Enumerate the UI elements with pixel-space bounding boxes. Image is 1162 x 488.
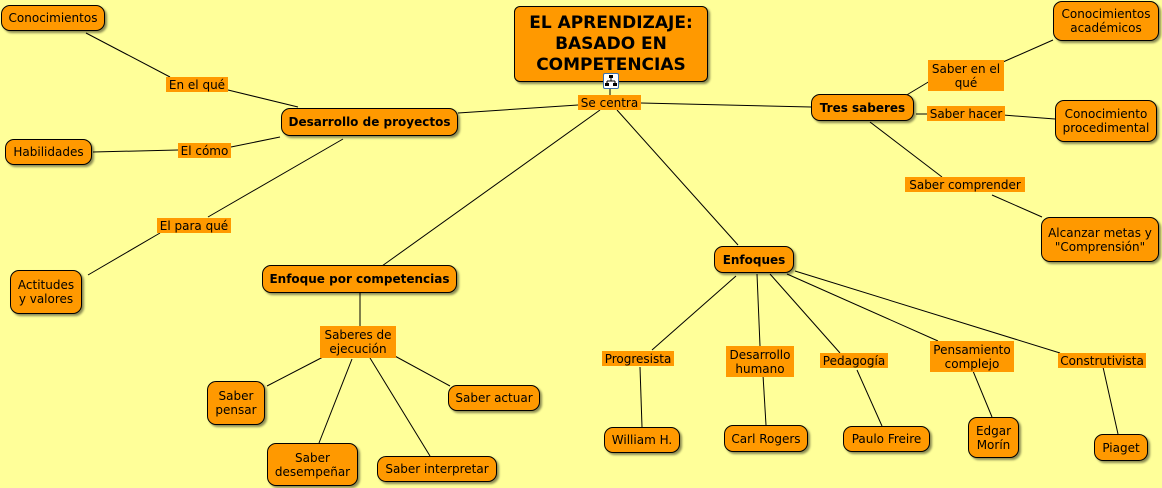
concept-saber-actuar[interactable]: Saber actuar [448, 385, 540, 411]
concept-tres-saberes[interactable]: Tres saberes [811, 94, 914, 121]
concept-habilidades[interactable]: Habilidades [5, 139, 92, 165]
concept-saber-pensar[interactable]: Saber pensar [207, 381, 265, 425]
link-saberes-ejecucion[interactable]: Saberes de ejecución [320, 326, 396, 358]
concept-piaget[interactable]: Piaget [1094, 434, 1148, 461]
link-construtivista[interactable]: Construtivista [1058, 353, 1146, 368]
concept-paulo-freire[interactable]: Paulo Freire [843, 426, 930, 452]
link-saber-comprender[interactable]: Saber comprender [905, 177, 1025, 192]
link-desarrollo-humano[interactable]: Desarrollo humano [726, 346, 794, 377]
concept-desarrollo-proyectos[interactable]: Desarrollo de proyectos [281, 108, 458, 136]
concept-conocimiento-procedimental[interactable]: Conocimiento procedimental [1055, 100, 1157, 142]
link-pensamiento-complejo[interactable]: Pensamiento complejo [930, 341, 1014, 372]
link-saber-hacer[interactable]: Saber hacer [927, 106, 1005, 121]
concept-edgar-morin[interactable]: Edgar Morín [968, 417, 1019, 458]
link-progresista[interactable]: Progresista [602, 351, 674, 366]
concept-conocimientos-academicos[interactable]: Conocimientos académicos [1053, 1, 1159, 41]
main-title[interactable]: EL APRENDIZAJE: BASADO EN COMPETENCIAS [514, 6, 708, 82]
concept-saber-desempenar[interactable]: Saber desempeñar [267, 443, 358, 486]
link-se-centra[interactable]: Se centra [578, 95, 641, 110]
concept-william[interactable]: William H. [604, 427, 680, 453]
concept-carl-rogers[interactable]: Carl Rogers [724, 425, 808, 452]
link-el-para-que[interactable]: El para qué [157, 218, 231, 233]
concept-alcanzar-metas[interactable]: Alcanzar metas y "Comprensión" [1041, 217, 1159, 262]
concept-conocimientos[interactable]: Conocimientos [1, 5, 105, 31]
link-en-el-que[interactable]: En el qué [166, 77, 228, 92]
concept-saber-interpretar[interactable]: Saber interpretar [377, 456, 497, 482]
concept-enfoques[interactable]: Enfoques [714, 246, 794, 273]
concept-enfoque-competencias[interactable]: Enfoque por competencias [262, 265, 457, 293]
concept-map-icon[interactable] [603, 73, 619, 89]
link-pedagogia[interactable]: Pedagogía [820, 353, 888, 368]
link-el-como[interactable]: El cómo [178, 143, 231, 158]
concept-actitudes[interactable]: Actitudes y valores [10, 270, 82, 314]
link-saber-en-el-que[interactable]: Saber en el qué [928, 60, 1004, 91]
